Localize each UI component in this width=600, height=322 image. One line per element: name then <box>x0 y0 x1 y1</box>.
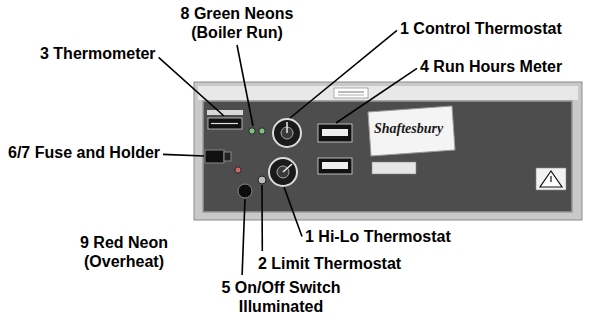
leader-line <box>163 154 204 156</box>
leader-line <box>261 185 263 251</box>
callout-label: 9 Red Neon (Overheat) <box>66 233 182 271</box>
fuse-cap <box>224 152 231 161</box>
warning-mark <box>550 176 551 182</box>
red-neon <box>235 167 241 173</box>
maker-badge <box>372 162 416 174</box>
meter-digits <box>322 129 348 136</box>
thermometer <box>208 118 242 129</box>
leader-line <box>242 199 245 275</box>
callout-label: 2 Limit Thermostat <box>258 254 401 273</box>
dial-pointer <box>283 164 292 172</box>
brand-logo-text: Shaftesbury <box>374 121 443 137</box>
limit-thermostat <box>258 176 266 184</box>
callout-label: 6/7 Fuse and Holder <box>8 143 160 162</box>
leader-line <box>159 57 224 116</box>
run-hours-meter <box>318 158 352 174</box>
control-thermostat-dial <box>273 119 301 147</box>
dial-pointer <box>286 122 288 133</box>
panel-face <box>203 101 572 212</box>
sticker-lines <box>338 92 364 93</box>
green-neon <box>249 128 255 134</box>
hi-lo-thermostat-dial <box>269 158 297 186</box>
name-plate <box>207 110 243 115</box>
fuse-holder <box>205 150 224 163</box>
callout-label: 5 On/Off Switch Illuminated <box>200 278 362 316</box>
meter-digits <box>322 162 348 169</box>
warning-sticker <box>334 88 368 98</box>
callout-label: 1 Control Thermostat <box>400 19 562 38</box>
sticker-lines <box>338 95 364 96</box>
leader-line <box>284 187 302 237</box>
panel-casing <box>194 82 582 220</box>
run-hours-meter <box>318 124 352 142</box>
callout-label: 8 Green Neons (Boiler Run) <box>170 4 304 42</box>
callout-label: 3 Thermometer <box>40 44 156 63</box>
green-neon <box>259 128 265 134</box>
warning-label <box>536 168 566 190</box>
callout-label: 4 Run Hours Meter <box>420 57 562 76</box>
warning-triangle <box>540 171 562 187</box>
leader-line <box>336 68 417 123</box>
leader-line <box>290 30 397 118</box>
thermometer-scale <box>211 123 238 124</box>
logo-plate <box>368 106 455 156</box>
on-off-switch <box>238 184 252 198</box>
callout-label: 1 Hi-Lo Thermostat <box>305 227 451 246</box>
leader-line <box>237 45 253 126</box>
